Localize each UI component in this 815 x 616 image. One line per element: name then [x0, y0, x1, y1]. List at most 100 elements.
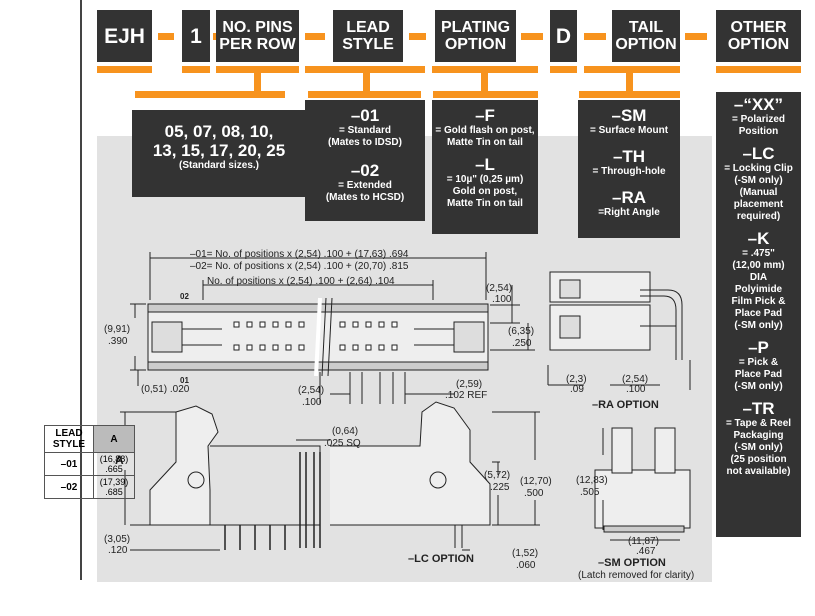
plating-l-desc1: = 10µ" (0,25 µm) [446, 174, 524, 185]
lead-table-r1a: (16,88) [99, 454, 129, 464]
dim-01-text: –01= No. of positions x (2,54) .100 + (1… [190, 249, 409, 260]
other-tr-desc1: = Tape & Reel [725, 418, 792, 429]
other-k-desc6: Place Pad [734, 308, 783, 319]
dim-1187: (11,87) [628, 536, 659, 547]
dim-152: (1,52) [512, 548, 538, 559]
other-p-desc2: Place Pad [734, 369, 783, 380]
dim-060: .060 [516, 560, 536, 571]
pins-header-l2: PER ROW [219, 36, 296, 53]
dash [158, 33, 174, 40]
tail-th-code: –TH [612, 147, 646, 166]
other-lc-desc2: (-SM only) [734, 175, 783, 186]
dash [584, 33, 606, 40]
dim-102ref: .102 REF [445, 390, 487, 401]
bar-pins-foot [135, 91, 285, 98]
lead-02-desc1: = Extended [338, 180, 392, 191]
num-box: 1 [182, 10, 210, 62]
dim-064: (0,64) [332, 426, 358, 437]
pins-line2: 13, 15, 17, 20, 25 [152, 141, 286, 160]
other-lc-desc1: = Locking Clip [724, 163, 793, 174]
drawing-lines [120, 252, 691, 551]
dim-991: (9,91) [104, 324, 130, 335]
tail-sm-code: –SM [611, 106, 647, 125]
num-text: 1 [190, 24, 202, 48]
other-tr-desc2: Packaging [733, 430, 784, 441]
lead-table-r2a: (17,39) [99, 477, 129, 487]
other-p-desc3: (-SM only) [734, 381, 783, 392]
other-header-l1: OTHER [730, 19, 787, 36]
dim-120: .120 [108, 545, 128, 556]
row-02-label: 02 [180, 292, 189, 301]
other-k-desc2: (12,00 mm) [732, 260, 785, 271]
lead-table-r2-val: (17,39).685 [93, 475, 135, 499]
other-k-desc5: Film Pick & [731, 296, 786, 307]
dim-500: .500 [524, 488, 544, 499]
bar-lead [305, 66, 425, 73]
other-tr-desc4: (25 position [730, 454, 787, 465]
other-xx-desc1: = Polarized [731, 114, 786, 125]
other-lc-desc5: required) [736, 211, 781, 222]
plating-f-desc2: Matte Tin on tail [447, 137, 523, 148]
dash [409, 33, 426, 40]
d-text: D [555, 24, 572, 48]
other-lc-desc4: placement [733, 199, 784, 210]
bar-pins-stem [254, 73, 261, 93]
plating-options-box: –F = Gold flash on post, Matte Tin on ta… [432, 100, 538, 234]
other-tr-desc3: (-SM only) [734, 442, 783, 453]
dim-025sq: .025 SQ [324, 438, 361, 449]
lead-table-r2: –02 [44, 475, 94, 499]
dim-259: (2,59) [456, 379, 482, 390]
plating-l-code: –L [475, 155, 495, 174]
other-xx-desc2: Position [738, 126, 779, 137]
bar-plating [432, 66, 538, 73]
other-k-code: –K [747, 229, 770, 248]
other-p-desc1: = Pick & [738, 357, 779, 368]
other-header-l2: OPTION [727, 36, 790, 53]
other-options-box: –“XX” = Polarized Position –LC = Locking… [716, 92, 801, 537]
dim-1270: (12,70) [520, 476, 552, 487]
other-tr-code: –TR [742, 399, 775, 418]
other-k-desc7: (-SM only) [734, 320, 783, 331]
prefix-text: EJH [104, 24, 145, 48]
d-box: D [550, 10, 577, 62]
bar-tail-foot [579, 91, 680, 98]
tail-ra-desc: =Right Angle [598, 207, 660, 218]
plating-f-desc1: = Gold flash on post, [435, 125, 535, 136]
lead-table-r1: –01 [44, 452, 94, 476]
ra-dim-23: (2,3) [566, 374, 587, 385]
dim-467: .467 [636, 546, 656, 557]
lc-option-label: –LC OPTION [408, 553, 474, 565]
bar-lead-stem [363, 73, 370, 93]
tail-sm-desc: = Surface Mount [589, 125, 669, 136]
dim-02-text: –02= No. of positions x (2,54) .100 + (2… [190, 261, 409, 272]
dim-390: .390 [108, 336, 128, 347]
pins-options-box: 05, 07, 08, 10, 13, 15, 17, 20, 25 (Stan… [132, 110, 306, 197]
dash [521, 33, 543, 40]
dim-505: .505 [580, 487, 600, 498]
plating-f-code: –F [475, 106, 495, 125]
dim-positions-text: No. of positions x (2,54) .100 + (2,64) … [207, 276, 395, 287]
bar-other [716, 66, 801, 73]
dim-254a: (2,54) [486, 283, 512, 294]
dim-1283: (12,83) [576, 475, 608, 486]
dim-254b: (2,54) [298, 385, 324, 396]
dim-635: (6,35) [508, 326, 534, 337]
lead-02-desc2: (Mates to HCSD) [325, 192, 405, 203]
bar-prefix [97, 66, 152, 73]
ra-dim-100: .100 [626, 384, 646, 395]
bar-pins [216, 66, 299, 73]
dim-305: (3,05) [104, 534, 130, 545]
row-01-label: 01 [180, 376, 189, 385]
pins-note: (Standard sizes.) [178, 160, 260, 171]
other-tr-desc5: not available) [726, 466, 791, 477]
sm-option-label: –SM OPTION [598, 557, 666, 569]
lead-options-box: –01 = Standard (Mates to IDSD) –02 = Ext… [305, 100, 425, 221]
lead-01-desc1: = Standard [339, 125, 391, 136]
other-k-desc4: Polyimide [734, 284, 783, 295]
tail-header-l2: OPTION [615, 36, 677, 53]
lead-01-desc2: (Mates to IDSD) [328, 137, 402, 148]
